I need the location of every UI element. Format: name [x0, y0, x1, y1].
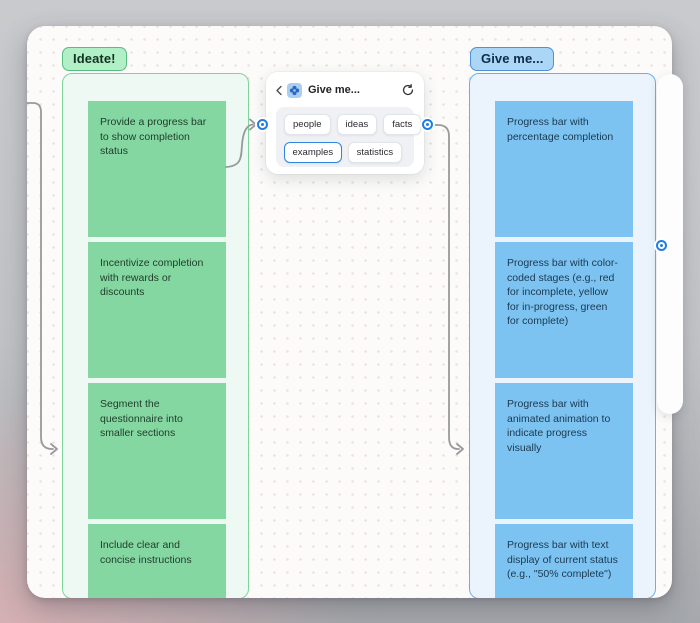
- ai-sparkle-icon: [287, 82, 302, 98]
- connector-port[interactable]: [257, 119, 268, 130]
- section-label-giveme[interactable]: Give me...: [470, 47, 555, 71]
- connector-port[interactable]: [656, 240, 667, 251]
- giveme-frame[interactable]: Progress bar with percentage completion …: [469, 73, 656, 598]
- chip-facts[interactable]: facts: [383, 114, 422, 135]
- sticky-note[interactable]: Progress bar with text display of curren…: [495, 524, 633, 598]
- whiteboard-canvas[interactable]: Ideate! Provide a progress bar to show c…: [27, 26, 672, 598]
- ai-popup-header: Give me...: [266, 72, 424, 104]
- chevron-left-icon[interactable]: [275, 85, 285, 96]
- ideate-frame[interactable]: Provide a progress bar to show completio…: [62, 73, 249, 598]
- chip-examples[interactable]: examples: [284, 142, 342, 163]
- sticky-note[interactable]: Provide a progress bar to show completio…: [88, 101, 226, 237]
- sticky-note[interactable]: Incentivize completion with rewards or d…: [88, 242, 226, 378]
- sticky-note[interactable]: Segment the questionnaire into smaller s…: [88, 383, 226, 519]
- refresh-icon[interactable]: [402, 84, 414, 96]
- section-label-ideate[interactable]: Ideate!: [62, 47, 127, 71]
- connector-port[interactable]: [422, 119, 433, 130]
- ai-prompt-popup[interactable]: Give me... people ideas facts examples s…: [266, 72, 424, 174]
- ai-popup-title: Give me...: [308, 84, 360, 96]
- chip-ideas[interactable]: ideas: [336, 114, 378, 135]
- chip-panel: people ideas facts examples statistics: [276, 107, 422, 167]
- chip-people[interactable]: people: [284, 114, 331, 135]
- chip-statistics[interactable]: statistics: [347, 142, 403, 163]
- sticky-note[interactable]: Progress bar with color-coded stages (e.…: [495, 242, 633, 378]
- sticky-note[interactable]: Progress bar with percentage completion: [495, 101, 633, 237]
- sticky-note[interactable]: Include clear and concise instructions: [88, 524, 226, 598]
- sticky-note[interactable]: Progress bar with animated animation to …: [495, 383, 633, 519]
